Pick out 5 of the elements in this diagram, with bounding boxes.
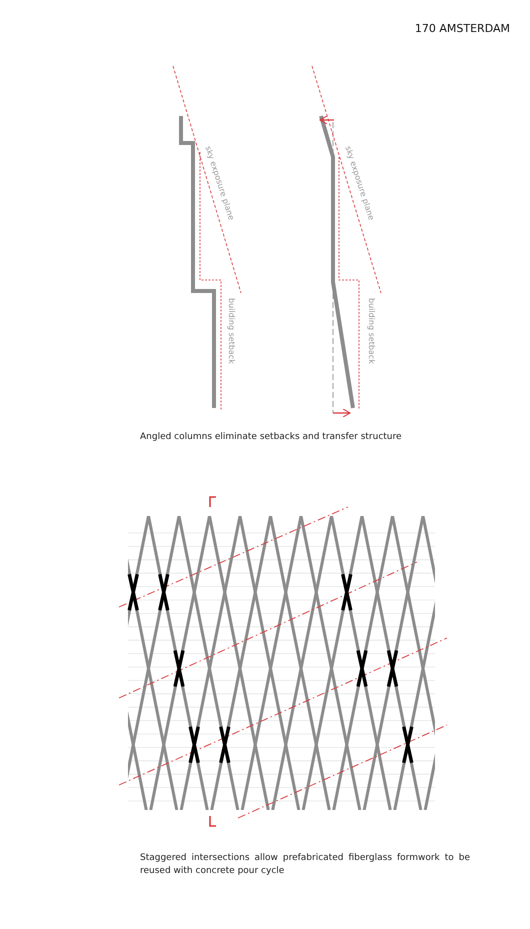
annotation-label: building setback	[367, 298, 376, 364]
caption: Staggered intersections allow prefabricated fiberglass formwork to be reused with concrete pour cycle	[140, 852, 470, 878]
caption: Angled columns eliminate setbacks and transfer structure	[140, 432, 402, 442]
annotation-label: building setback	[227, 298, 236, 364]
project-title: 170 AMSTERDAM	[414, 22, 510, 35]
